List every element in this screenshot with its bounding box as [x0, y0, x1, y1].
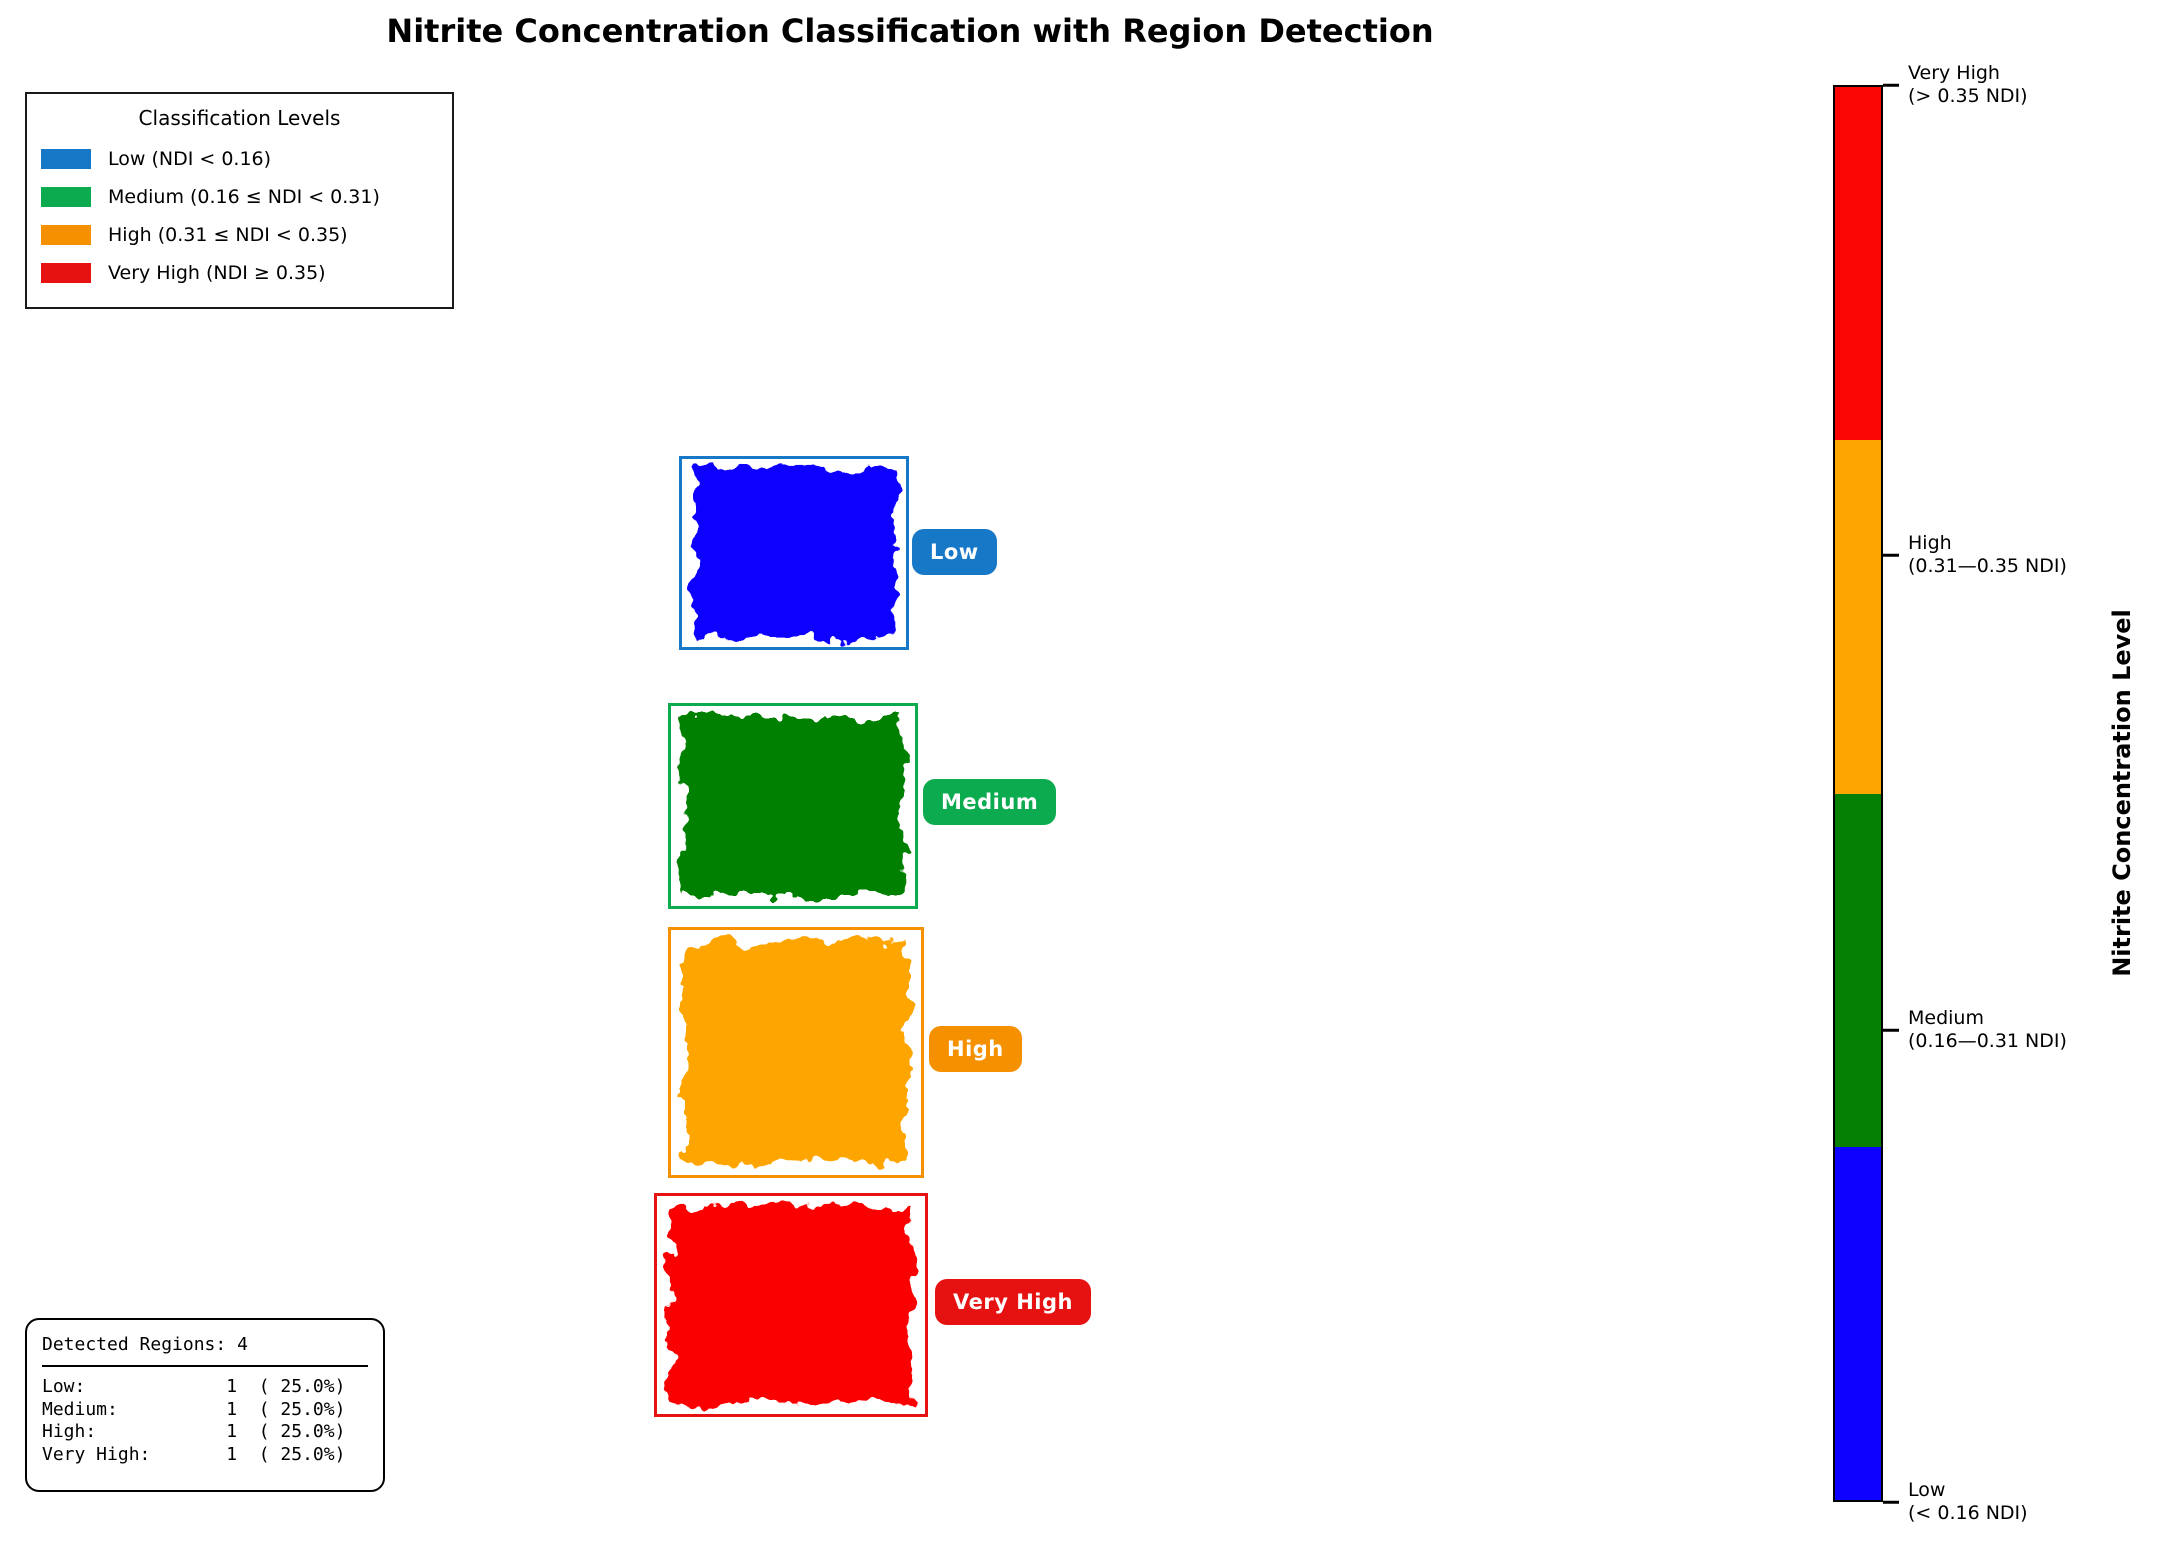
colorbar-label-very-high-line1: Very High	[1908, 62, 2000, 84]
colorbar-label-low-line1: Low	[1908, 1479, 1946, 1501]
colorbar-segment-low	[1835, 1146, 1881, 1500]
colorbar-label-medium-line1: Medium	[1908, 1007, 1984, 1029]
region-box-high	[668, 927, 924, 1178]
colorbar-label-very-high: Very High (> 0.35 NDI)	[1908, 62, 2028, 108]
region-blob-very-high	[670, 1206, 912, 1404]
colorbar-label-low: Low (< 0.16 NDI)	[1908, 1479, 2028, 1525]
colorbar-tick-low	[1883, 1500, 1899, 1504]
legend-swatch-high-icon	[41, 225, 91, 245]
colorbar-label-medium-line2: (0.16—0.31 NDI)	[1908, 1030, 2067, 1052]
region-badge-medium: Medium	[923, 779, 1057, 825]
stats-row-medium: Medium: 1 ( 25.0%)	[42, 1398, 346, 1420]
chart-title: Nitrite Concentration Classification wit…	[386, 12, 1434, 50]
stats-row-very-high: Very High: 1 ( 25.0%)	[42, 1443, 346, 1465]
region-badge-high: High	[929, 1026, 1022, 1072]
legend-item-very-high: Very High (NDI ≥ 0.35)	[41, 254, 438, 292]
region-box-medium	[668, 703, 918, 909]
legend-item-low: Low (NDI < 0.16)	[41, 140, 438, 178]
region-blob-low	[693, 468, 895, 638]
blob-shape-medium	[683, 716, 903, 896]
legend-swatch-medium-icon	[41, 187, 91, 207]
legend-label-high: High (0.31 ≤ NDI < 0.35)	[108, 224, 348, 246]
colorbar	[1833, 85, 1883, 1502]
stats-header: Detected Regions: 4	[42, 1334, 248, 1355]
colorbar-tick-medium	[1883, 1028, 1899, 1032]
stats-row-high: High: 1 ( 25.0%)	[42, 1421, 346, 1442]
legend-label-very-high: Very High (NDI ≥ 0.35)	[108, 262, 326, 284]
colorbar-label-medium: Medium (0.16—0.31 NDI)	[1908, 1007, 2067, 1053]
region-blob-high	[683, 942, 909, 1163]
colorbar-label-low-line2: (< 0.16 NDI)	[1908, 1502, 2028, 1524]
colorbar-segment-very-high	[1835, 87, 1881, 441]
blob-shape-very-high	[670, 1206, 912, 1404]
colorbar-segment-high	[1835, 440, 1881, 794]
legend-title: Classification Levels	[138, 106, 341, 130]
region-blob-medium	[683, 716, 903, 896]
detected-regions-stats-box: Detected Regions: 4 Low: 1 ( 25.0%) Medi…	[25, 1318, 385, 1492]
colorbar-label-high-line2: (0.31—0.35 NDI)	[1908, 555, 2067, 577]
legend-item-high: High (0.31 ≤ NDI < 0.35)	[41, 216, 438, 254]
legend-label-low: Low (NDI < 0.16)	[108, 148, 272, 170]
legend-label-medium: Medium (0.16 ≤ NDI < 0.31)	[108, 186, 380, 208]
region-badge-very-high: Very High	[935, 1279, 1091, 1325]
colorbar-label-very-high-line2: (> 0.35 NDI)	[1908, 85, 2028, 107]
region-box-very-high	[654, 1193, 928, 1417]
colorbar-tick-high	[1883, 553, 1899, 557]
legend-swatch-very-high-icon	[41, 263, 91, 283]
region-badge-low: Low	[912, 529, 997, 575]
blob-shape-low	[693, 468, 895, 638]
colorbar-axis-label: Nitrite Concentration Level	[2108, 609, 2136, 977]
colorbar-label-high: High (0.31—0.35 NDI)	[1908, 532, 2067, 578]
stats-row-low: Low: 1 ( 25.0%)	[42, 1376, 346, 1397]
legend-box: Classification Levels Low (NDI < 0.16) M…	[25, 92, 454, 309]
legend-item-medium: Medium (0.16 ≤ NDI < 0.31)	[41, 178, 438, 216]
colorbar-tick-very-high	[1883, 83, 1899, 87]
region-box-low	[679, 456, 909, 650]
stats-separator	[42, 1365, 368, 1367]
blob-shape-high	[683, 942, 909, 1163]
colorbar-label-high-line1: High	[1908, 532, 1952, 554]
legend-swatch-low-icon	[41, 149, 91, 169]
colorbar-segment-medium	[1835, 793, 1881, 1147]
